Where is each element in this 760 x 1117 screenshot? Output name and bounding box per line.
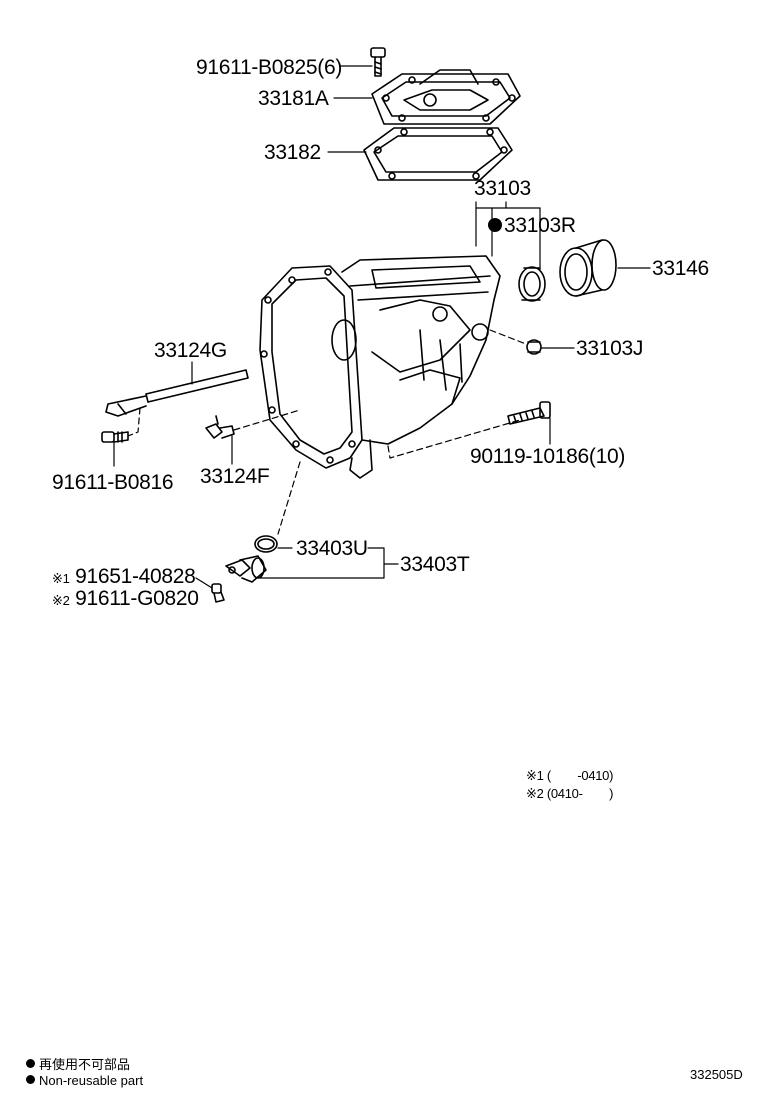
speedo-sleeve: [225, 555, 267, 583]
bolt-long: [507, 401, 551, 425]
label-33403t: 33403T: [400, 553, 470, 576]
variant-mark-1: ※1: [52, 571, 70, 586]
legend-line-en: Non-reusable part: [26, 1074, 143, 1087]
diagram-code: 332505D: [690, 1067, 743, 1082]
label-91651-40828-text: 91651-40828: [75, 565, 196, 588]
bolt-sleeve: [211, 583, 225, 603]
label-91651-40828: ※1 91651-40828: [52, 566, 196, 587]
plug: [526, 339, 542, 355]
label-91611-g0820: ※2 91611-G0820: [52, 588, 199, 609]
non-reusable-dot-icon: [26, 1059, 35, 1068]
label-33124g: 33124G: [154, 339, 227, 362]
label-33103: 33103: [474, 177, 531, 200]
bolt-gauge: [101, 431, 129, 443]
label-33103j: 33103J: [576, 337, 644, 360]
label-33103r: 33103R: [488, 215, 576, 236]
o-ring: [254, 535, 278, 553]
oil-seal: [518, 266, 546, 302]
variant-mark-2: ※2: [52, 593, 70, 608]
gauge-guide: [205, 415, 235, 439]
transmission-case: [259, 255, 501, 479]
note-2: ※2 (0410- ): [526, 786, 614, 801]
label-33124f: 33124F: [200, 465, 270, 488]
label-91611-b0816: 91611-B0816: [52, 471, 174, 494]
label-91611-b0825: 91611-B0825(6): [196, 56, 343, 79]
sleeve: [559, 239, 617, 297]
leader-lines: [113, 65, 651, 589]
legend-line-jp: 再使用不可部品: [26, 1058, 143, 1071]
gasket: [363, 127, 513, 181]
legend-jp-text: 再使用不可部品: [39, 1057, 131, 1072]
label-33146: 33146: [652, 257, 709, 280]
label-91611-g0820-text: 91611-G0820: [75, 587, 199, 610]
label-33182: 33182: [264, 141, 321, 164]
dashed-lines: [127, 329, 527, 535]
legend: 再使用不可部品 Non-reusable part: [26, 1058, 143, 1087]
label-33403u: 33403U: [296, 537, 368, 560]
label-33103r-text: 33103R: [504, 214, 576, 237]
oil-gauge: [105, 369, 249, 417]
legend-en-text: Non-reusable part: [39, 1073, 144, 1088]
label-90119-10186: 90119-10186(10): [470, 445, 626, 468]
bolt-top: [370, 47, 386, 77]
non-reusable-dot-icon: [488, 218, 502, 232]
note-1: ※1 ( -0410): [526, 768, 614, 783]
non-reusable-dot-icon: [26, 1075, 35, 1084]
label-33181a: 33181A: [258, 87, 329, 110]
cover-plate: [371, 69, 521, 125]
